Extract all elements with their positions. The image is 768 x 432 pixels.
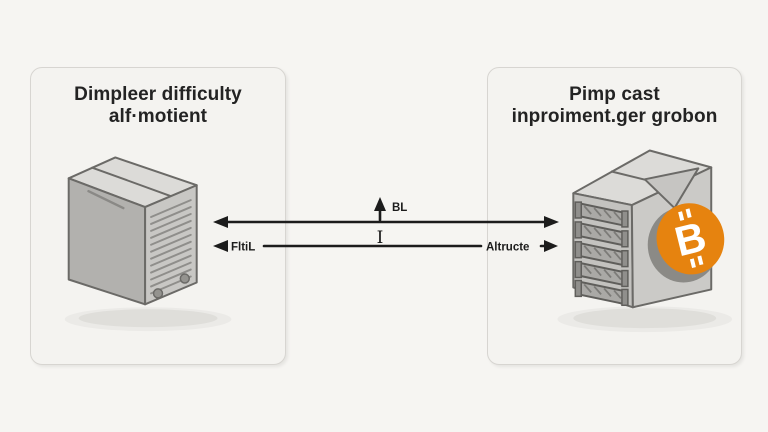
center-label: I xyxy=(377,228,384,248)
up-arrow xyxy=(374,197,386,222)
server-handle-line xyxy=(87,189,125,210)
arrowhead-up xyxy=(374,197,386,211)
left-panel-title-line1: Dimpleer difficulty xyxy=(74,84,242,105)
miner-funnel-mark xyxy=(643,167,700,210)
server-feet xyxy=(152,273,190,299)
drive-bay xyxy=(574,279,629,307)
drive-bay xyxy=(574,241,629,268)
left-panel-card: Dimpleer difficulty alf·motient xyxy=(30,67,286,365)
drive-bay xyxy=(574,221,629,248)
right-panel-card: Pimp cast inproiment.ger grobon xyxy=(487,67,742,365)
drive-bay xyxy=(574,260,629,288)
left-panel-title: Dimpleer difficulty alf·motient xyxy=(31,84,285,128)
shadow-ellipse xyxy=(557,306,733,333)
drive-bays xyxy=(574,201,629,307)
right-panel-title-line1: Pimp cast xyxy=(569,84,660,105)
right-panel-title: Pimp cast inproiment.ger grobon xyxy=(488,84,741,128)
server-tower-icon xyxy=(64,156,232,332)
bitcoin-icon: B xyxy=(647,203,725,283)
shadow-ellipse-inner xyxy=(78,309,218,328)
right-panel-title-line2: inproiment.ger grobon xyxy=(511,106,718,127)
mining-server-icon: B xyxy=(557,149,733,333)
server-top-split-line xyxy=(91,166,172,198)
coin-face: B xyxy=(656,203,725,275)
shadow-ellipse-inner xyxy=(573,308,717,329)
left-panel-title-line2: alf·motient xyxy=(108,106,208,127)
drive-bay xyxy=(574,201,629,228)
up-arrow-label: BL xyxy=(392,202,407,214)
shadow-ellipse xyxy=(64,307,232,332)
